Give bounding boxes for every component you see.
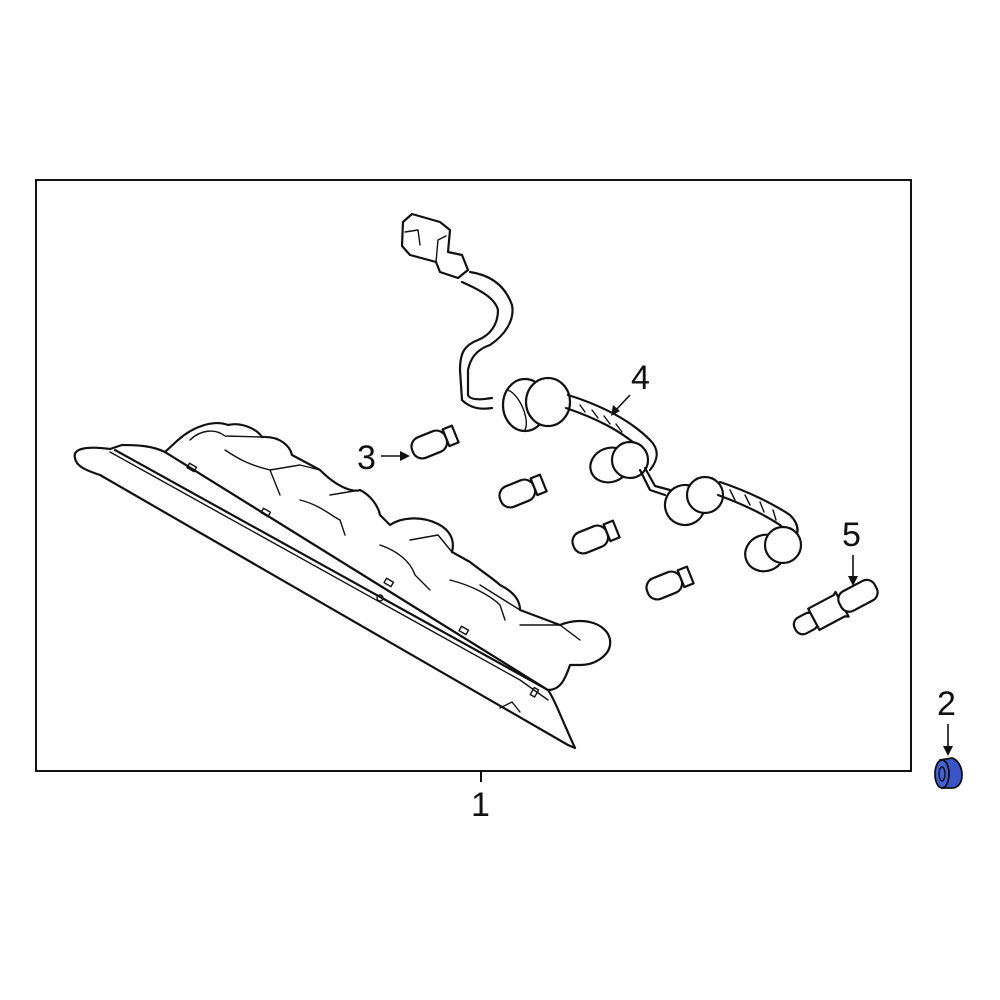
callout-1[interactable]: 1 [471, 786, 490, 824]
wire-harness-part[interactable] [400, 212, 803, 577]
callout-4[interactable]: 4 [631, 359, 650, 397]
socket-and-bulb-part[interactable] [789, 555, 882, 641]
bulb-part[interactable] [381, 424, 695, 603]
callout-5[interactable]: 5 [842, 516, 861, 554]
callout-2[interactable]: 2 [937, 685, 956, 723]
assembly-frame [35, 179, 912, 772]
lamp-assembly-part[interactable] [73, 422, 612, 750]
callout-3[interactable]: 3 [357, 439, 376, 477]
nut-part[interactable] [934, 724, 963, 789]
